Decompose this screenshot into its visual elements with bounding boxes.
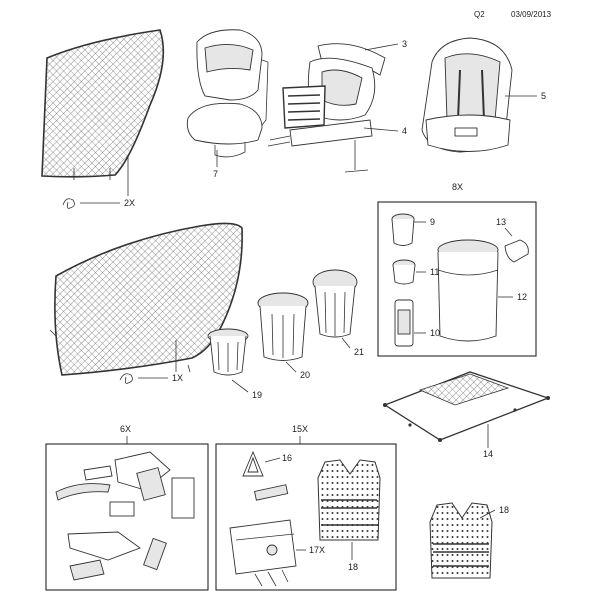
floor-net-14 xyxy=(383,371,550,442)
part-9-holder xyxy=(391,213,415,246)
label-part-18: 18 xyxy=(499,505,509,515)
label-part-11: 11 xyxy=(430,267,439,277)
part-11-holder xyxy=(392,259,416,285)
kit-15-box xyxy=(215,443,397,591)
label-part-9: 9 xyxy=(430,217,435,227)
kit-6-box xyxy=(45,443,209,591)
label-part-10: 10 xyxy=(430,328,440,338)
cargo-net-top xyxy=(41,29,165,180)
child-seat-5 xyxy=(421,37,513,153)
kit-6-contents xyxy=(55,451,195,581)
header-date: 03/09/2013 xyxy=(511,10,552,19)
label-part-13: 13 xyxy=(496,217,506,227)
label-part-14: 14 xyxy=(483,449,493,459)
label-part-21: 21 xyxy=(354,347,364,357)
label-part-20: 20 xyxy=(300,370,310,380)
part-13-clip xyxy=(504,239,529,263)
safety-vest-18 xyxy=(429,502,493,579)
booster-seat-7 xyxy=(186,29,269,158)
kit-8-box xyxy=(377,201,537,357)
waste-bin-20 xyxy=(257,292,309,361)
label-part-18-kit: 18 xyxy=(348,562,358,572)
label-kit-8: 8X xyxy=(452,182,463,192)
warning-triangle-16 xyxy=(242,450,289,501)
waste-bin-21 xyxy=(312,269,358,338)
label-part-5: 5 xyxy=(541,91,546,101)
net-hook-top xyxy=(62,198,120,209)
label-part-12: 12 xyxy=(517,292,527,302)
label-net-bottom-qty: 1X xyxy=(172,373,183,383)
first-aid-kit-17 xyxy=(229,519,297,587)
label-part-17: 17X xyxy=(309,545,325,555)
part-10-holder xyxy=(394,299,414,347)
part-12-container xyxy=(437,239,499,342)
isofix-base-4 xyxy=(267,85,373,173)
header-code: Q2 xyxy=(474,10,485,19)
label-kit-6: 6X xyxy=(120,424,131,434)
waste-bin-19 xyxy=(207,328,249,376)
label-part-19: 19 xyxy=(252,390,262,400)
label-part-3: 3 xyxy=(402,39,407,49)
label-kit-15: 15X xyxy=(292,424,308,434)
label-part-16: 16 xyxy=(282,453,292,463)
net-hook-bottom xyxy=(119,373,168,384)
label-part-7: 7 xyxy=(213,169,218,179)
label-part-4: 4 xyxy=(402,126,407,136)
cargo-net-bottom xyxy=(49,222,243,376)
label-net-top-qty: 2X xyxy=(124,198,135,208)
safety-vest-18-kit xyxy=(317,459,381,541)
